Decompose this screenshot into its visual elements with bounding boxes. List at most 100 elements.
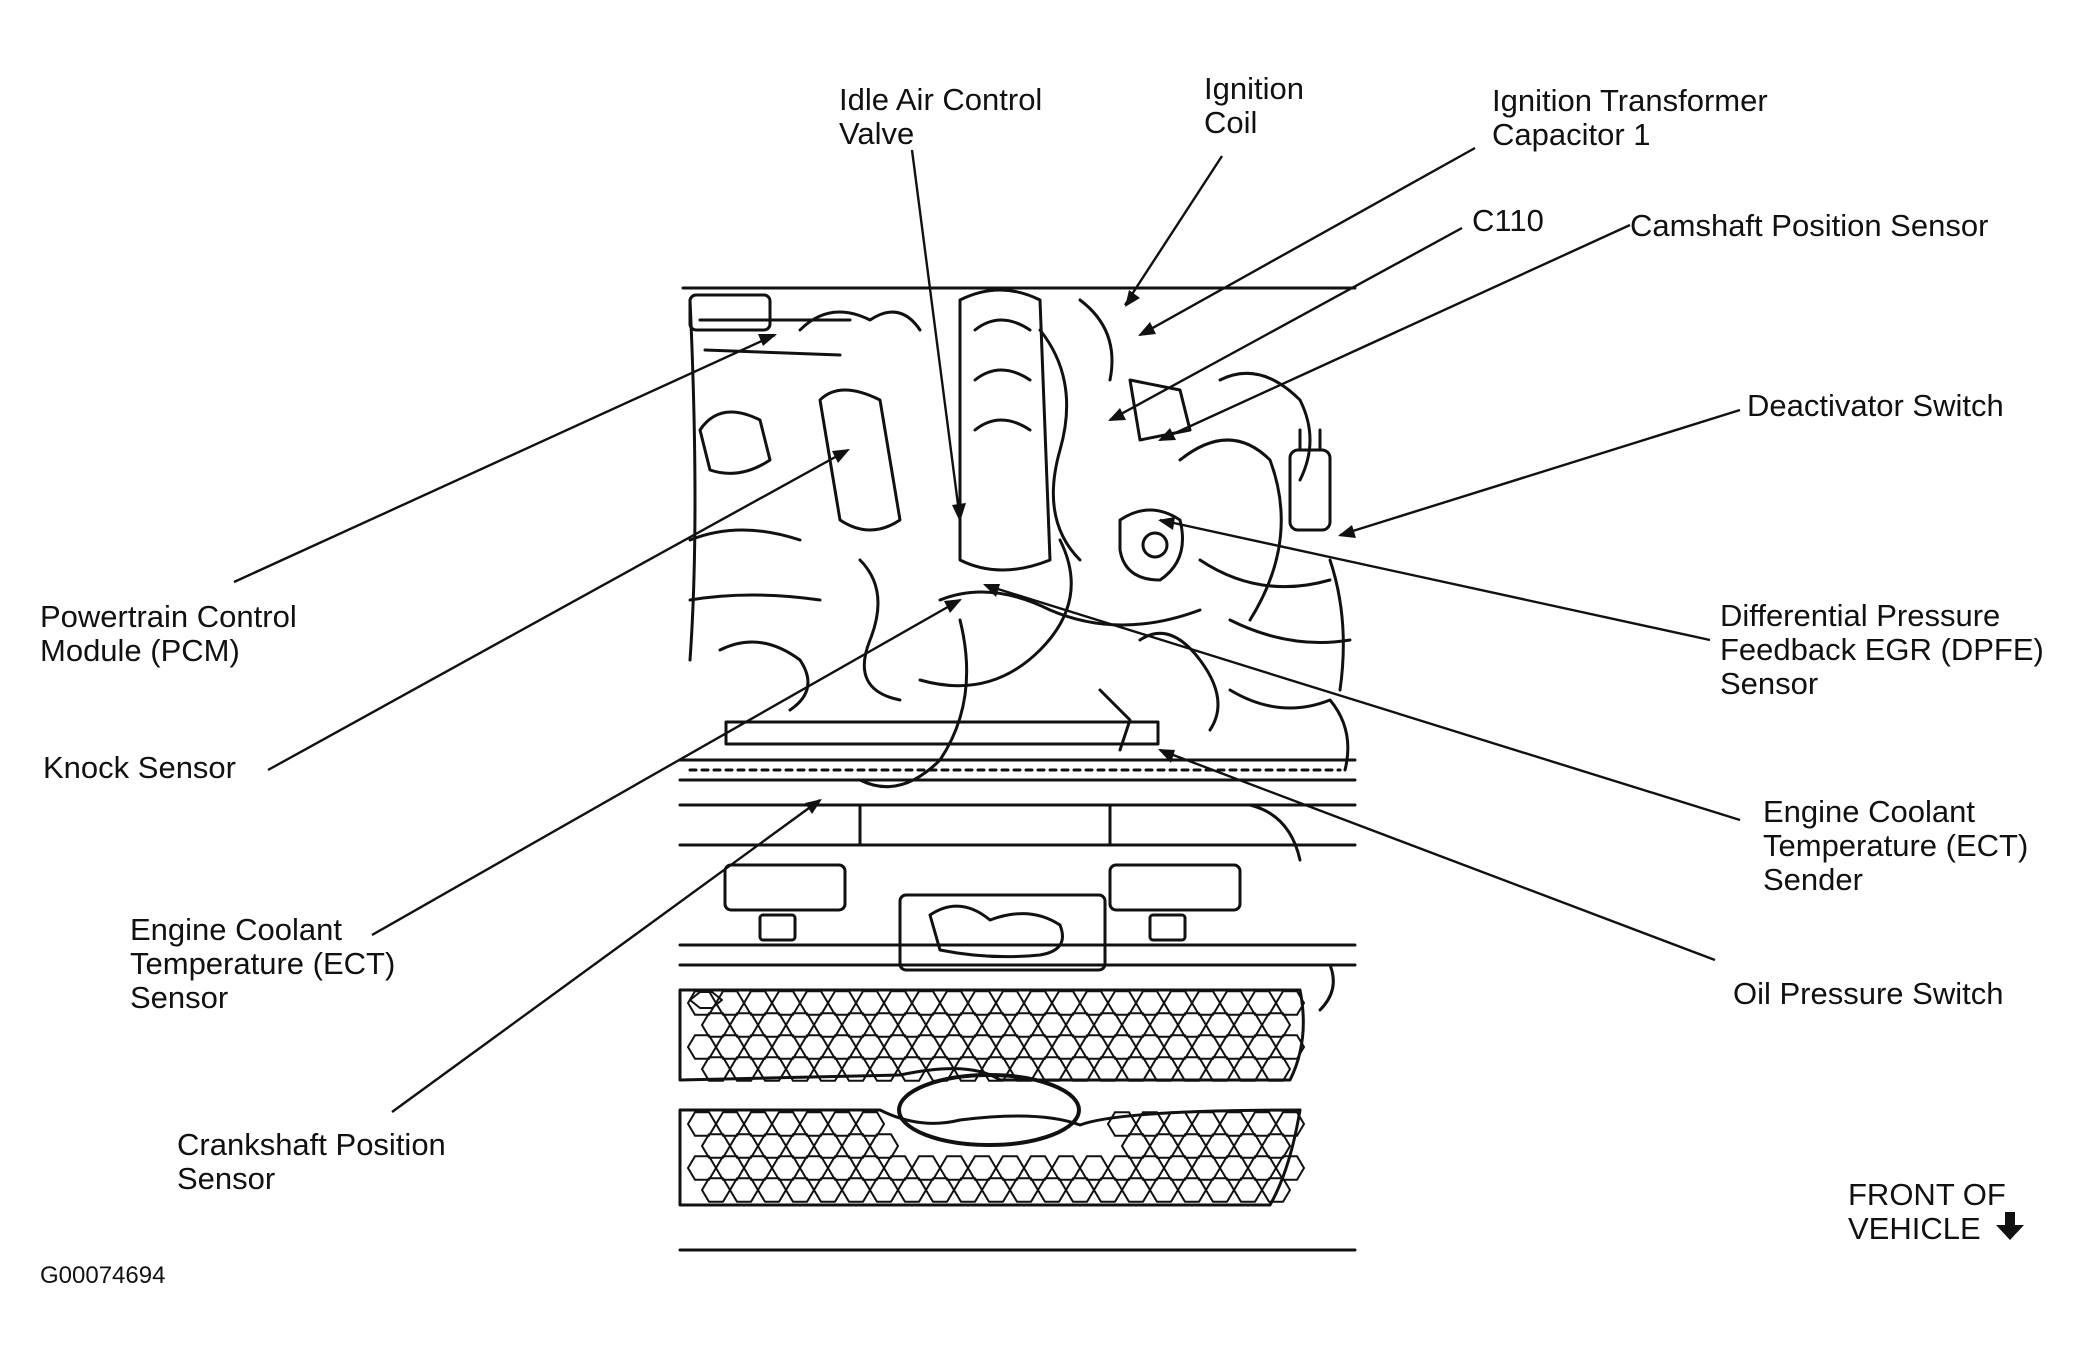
grille-hex-cell [826,1034,858,1060]
grille-hex-cell [770,990,802,1016]
grille-hex-cell [882,990,914,1016]
grille-hex-cell [1204,1056,1236,1082]
grille-hex-cell [1022,1034,1054,1060]
grille-hex-cell [700,1177,732,1203]
label-ect-sender: Engine Coolant Temperature (ECT) Sender [1763,794,2029,897]
grille-hex-cell [924,1012,956,1038]
grille-hex-cell [714,1111,746,1137]
grille-hex-cell [1050,1155,1082,1181]
grille-hex-cell [1050,990,1082,1016]
grille-hex-cell [1022,1155,1054,1181]
grille-hex-cell [1148,1012,1180,1038]
grille-hex-cell [1008,1012,1040,1038]
grille-hex-cell [826,1155,858,1181]
label-deactivator-switch: Deactivator Switch [1747,388,2004,423]
grille-hex-cell [1008,1177,1040,1203]
grille-lower [678,1073,1302,1207]
grille-hex-cell [714,1155,746,1181]
grille-hex-cell [1106,990,1138,1016]
grille-hex-cell [910,990,942,1016]
grille-hex-cell [1232,1012,1264,1038]
arrowhead-oil-pressure [1158,749,1175,763]
grille-hex-cell [854,1111,886,1137]
leader-crankshaft [391,799,821,1113]
engine-block [688,288,1352,789]
grille-hex-cell [784,1177,816,1203]
grille-hex-cell [1190,1111,1222,1137]
arrowhead-deactivator [1338,525,1356,538]
grille-hex-cell [952,1177,984,1203]
grille-hex-cell [1260,1056,1292,1082]
grille-hex-cell [826,1111,858,1137]
grille-hex-cell [1190,1034,1222,1060]
grille-hex-cell [1190,1155,1222,1181]
grille-hex-cell [770,1034,802,1060]
grille-hex-cell [1106,1034,1138,1060]
leader-camshaft [1159,223,1631,442]
grille-hex-cell [882,1155,914,1181]
grille-mesh [686,990,1306,1203]
arrowhead-camshaft [1158,428,1176,441]
grille-hex-cell [1064,1012,1096,1038]
arrowhead-ect-sender [983,584,1000,597]
leader-lines [233,146,1741,1113]
grille-hex-cell [1092,1056,1124,1082]
grille-hex-cell [798,1111,830,1137]
grille-hex-cell [756,1133,788,1159]
grille-hex-cell [1134,990,1166,1016]
grille-hex-cell [854,1034,886,1060]
grille-hex-cell [686,1155,718,1181]
grille-hex-cell [1092,1177,1124,1203]
grille-hex-cell [1162,990,1194,1016]
grille-hex-cell [1246,990,1278,1016]
grille-hex-cell [812,1012,844,1038]
grille-hex-cell [1232,1133,1264,1159]
grille-hex-cell [1246,1034,1278,1060]
grille-hex-cell [1148,1177,1180,1203]
grille-hex-cell [1232,1177,1264,1203]
grille-hex-cell [1078,990,1110,1016]
grille-hex-cell [1120,1056,1152,1082]
grille-hex-cell [910,1034,942,1060]
grille-hex-cell [896,1012,928,1038]
leader-pcm [233,333,776,584]
grille-hex-cell [868,1133,900,1159]
label-camshaft-position-sensor: Camshaft Position Sensor [1630,208,1989,243]
grille-hex-cell [1218,1034,1250,1060]
grille-hex-cell [1078,1034,1110,1060]
drawing-frame [678,286,1357,1252]
grille-hex-cell [1204,1177,1236,1203]
grille-hex-cell [1260,1012,1292,1038]
grille-hex-cell [1176,1133,1208,1159]
arrowhead-c110 [1108,408,1126,421]
leader-deactivator [1339,408,1741,537]
grille-hex-cell [686,1111,718,1137]
grille-hex-cell [1078,1155,1110,1181]
label-knock-sensor: Knock Sensor [43,750,236,785]
grille-hex-cell [1036,1012,1068,1038]
grille-hex-cell [938,990,970,1016]
label-idle-air-control-valve: Idle Air Control Valve [839,82,1043,151]
grille-hex-cell [966,1155,998,1181]
grille-hex-cell [1204,1012,1236,1038]
grille-hex-cell [1204,1133,1236,1159]
grille-hex-cell [784,1133,816,1159]
grille-hex-cell [1190,990,1222,1016]
grille-hex-cell [1176,1012,1208,1038]
grille-hex-cell [1106,1155,1138,1181]
grille-hex-cell [1246,1111,1278,1137]
grille-hex-cell [980,1012,1012,1038]
arrowhead-pcm [758,334,777,346]
grille-hex-cell [1050,1034,1082,1060]
grille-hex-cell [1120,1177,1152,1203]
grille-hex-cell [1218,1155,1250,1181]
label-powertrain-control-module: Powertrain Control Module (PCM) [40,599,297,668]
grille-hex-cell [700,1133,732,1159]
leader-ignition-transformer [1139,146,1476,337]
grille-hex-cell [1120,1133,1152,1159]
grille-hex-cell [1260,1177,1292,1203]
leader-ignition-coil [1123,155,1224,306]
grille-hex-cell [1120,1012,1152,1038]
label-ignition-transformer-capacitor: Ignition Transformer Capacitor 1 [1492,83,1768,152]
